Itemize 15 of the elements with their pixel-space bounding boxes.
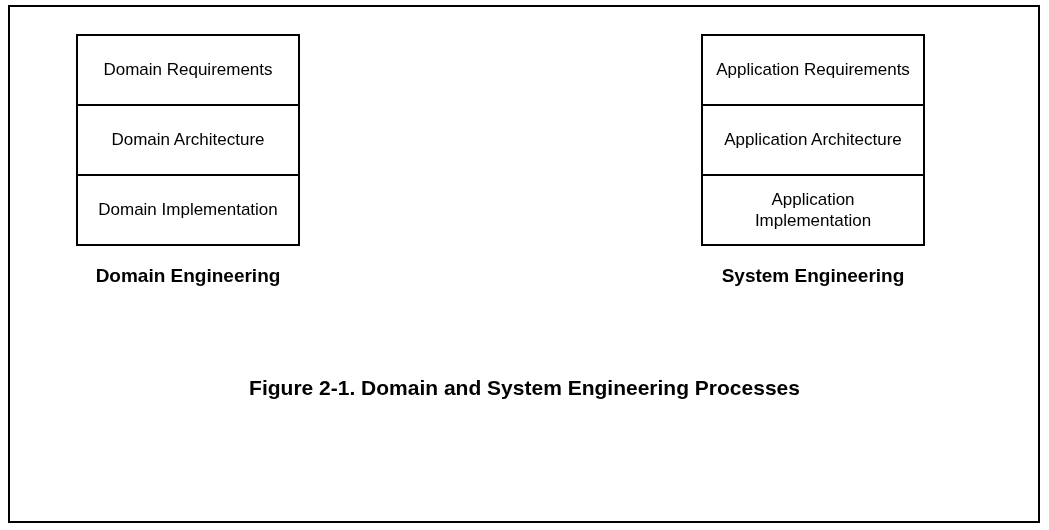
group-heading: System Engineering (720, 264, 906, 288)
group-heading: Domain Engineering (94, 264, 282, 288)
process-box (701, 104, 925, 176)
process-box (76, 174, 300, 246)
process-box (76, 34, 300, 106)
box-text: Application Requirements (716, 59, 910, 81)
figure-caption: Figure 2-1. Domain and System Engineering Processes (248, 375, 801, 401)
box-text: Domain Architecture (111, 129, 265, 151)
box-text: Domain Implementation (98, 199, 278, 221)
process-box (701, 174, 925, 246)
box-text: Application Implementation (753, 188, 873, 232)
process-box (76, 104, 300, 176)
box-text: Domain Requirements (103, 59, 273, 81)
box-text: Application Architecture (724, 129, 902, 151)
process-box (701, 34, 925, 106)
